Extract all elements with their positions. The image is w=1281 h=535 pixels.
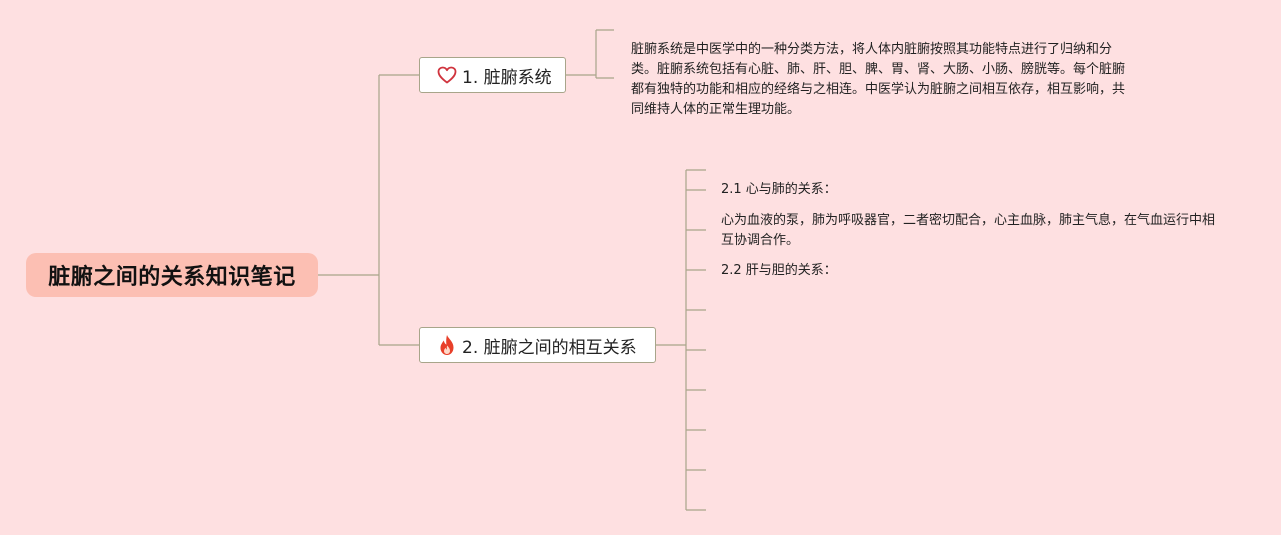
subtopic-heart-lung-desc[interactable]: 心为血液的泵，肺为呼吸器官，二者密切配合，心主血脉，肺主气息，在气血运行中相互协…: [721, 213, 1216, 248]
subtopic-liver-gallbladder-title[interactable]: 2.2 肝与胆的关系：: [721, 263, 837, 278]
branch-topic-label: 2. 脏腑之间的相互关系: [462, 337, 637, 358]
branch-topic-organ-relations[interactable]: 2. 脏腑之间的相互关系: [419, 327, 656, 363]
heart-outline-icon: [436, 64, 458, 86]
branch-topic-organ-system[interactable]: 1. 脏腑系统: [419, 57, 566, 93]
root-topic[interactable]: 脏腑之间的关系知识笔记: [26, 253, 318, 297]
fire-icon: [436, 334, 458, 356]
branch-topic-label: 1. 脏腑系统: [462, 67, 552, 88]
subtopic-heart-lung-title[interactable]: 2.1 心与肺的关系：: [721, 182, 837, 197]
organ-system-note: 脏腑系统是中医学中的一种分类方法，将人体内脏腑按照其功能特点进行了归纳和分类。脏…: [631, 42, 1126, 117]
